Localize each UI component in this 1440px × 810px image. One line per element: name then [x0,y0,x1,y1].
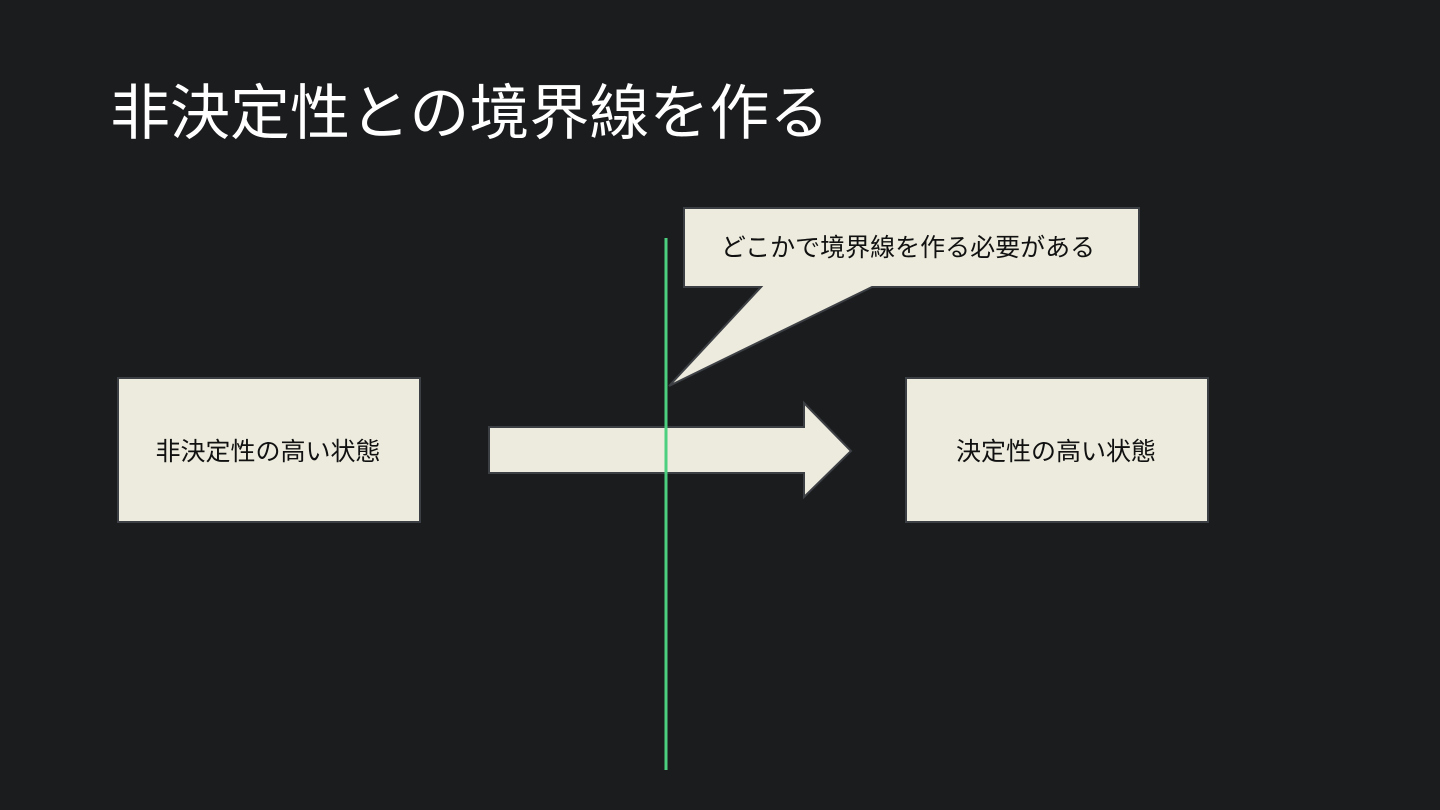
right-state-box: 決定性の高い状態 [905,377,1209,523]
left-state-box: 非決定性の高い状態 [117,377,421,523]
left-state-box-shape [117,377,421,523]
callout-label: どこかで境界線を作る必要がある [721,233,1095,262]
callout: どこかで境界線を作る必要がある [668,207,1140,387]
slide-title: 非決定性との境界線を作る [110,79,830,149]
callout-bubble [668,207,1140,387]
right-state-box-label: 決定性の高い状態 [956,437,1156,466]
transition-arrow [488,400,853,500]
right-state-box-shape [905,377,1209,523]
left-state-box-label: 非決定性の高い状態 [155,437,380,466]
